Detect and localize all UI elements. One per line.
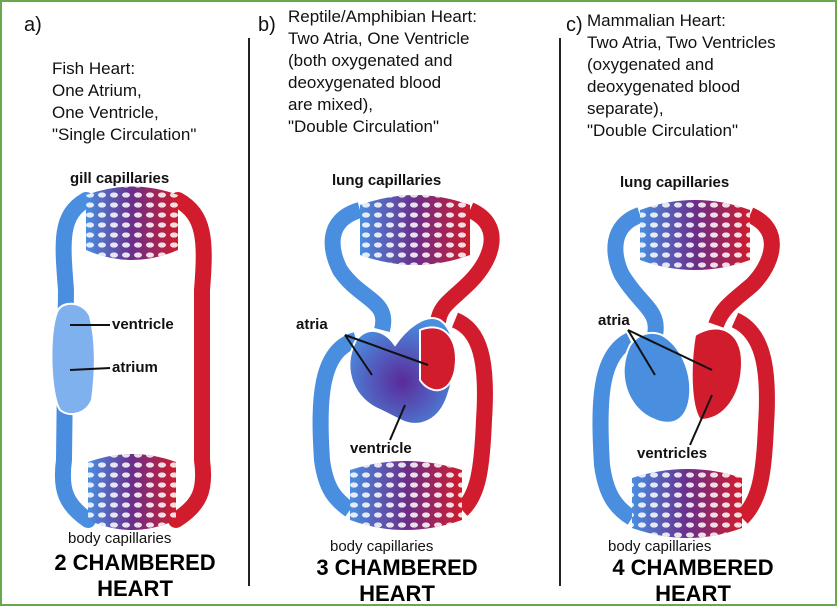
panel-b-label-ventricle: ventricle [350,440,412,457]
panel-c-description: Mammalian Heart: Two Atria, Two Ventricl… [587,10,776,142]
reptile-circulation [321,195,492,530]
panel-c-bottom-capillaries: body capillaries [608,538,711,555]
mammal-circulation [600,200,771,538]
panel-c-title: 4 CHAMBERED HEART [588,555,798,607]
panel-a-letter: a) [24,14,42,36]
panel-c-letter: c) [566,14,583,36]
panel-a-bottom-capillaries: body capillaries [68,530,171,547]
panel-a-top-capillaries: gill capillaries [70,170,169,187]
panel-c-label-atria: atria [598,312,630,329]
panel-b-letter: b) [258,14,276,36]
panel-c-label-ventricles: ventricles [637,445,707,462]
panel-a-description: Fish Heart: One Atrium, One Ventricle, "… [52,58,196,146]
panel-c-top-capillaries: lung capillaries [620,174,729,191]
divider-left [248,38,250,586]
panel-a-label-atrium: atrium [112,359,158,376]
divider-right [559,38,561,586]
panel-b-top-capillaries: lung capillaries [332,172,441,189]
panel-a-title: 2 CHAMBERED HEART [30,550,240,602]
panel-a-label-ventricle: ventricle [112,316,174,333]
panel-b-description: Reptile/Amphibian Heart: Two Atria, One … [288,6,477,138]
panel-b-bottom-capillaries: body capillaries [330,538,433,555]
panel-b-title: 3 CHAMBERED HEART [292,555,502,607]
panel-b-label-atria: atria [296,316,328,333]
